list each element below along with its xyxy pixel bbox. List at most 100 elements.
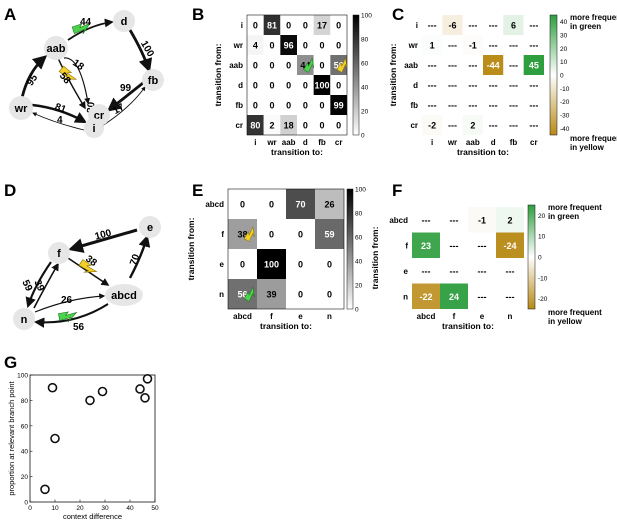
cell-label: 1 (430, 41, 435, 51)
x-axis-label: transition to: (457, 147, 509, 157)
col-label: aab (282, 138, 296, 147)
cell-label: 2 (470, 121, 475, 131)
panel-letter-f: F (392, 181, 402, 200)
svg-text:abcd: abcd (111, 290, 137, 302)
cell-label: 4 (253, 41, 258, 51)
cell-label: 0 (298, 290, 303, 300)
cell-label: -22 (419, 292, 432, 302)
panel-letter-b: B (192, 5, 204, 24)
heatmap-cell (280, 95, 297, 115)
cell-label: 0 (269, 200, 274, 210)
cell-label: 0 (298, 260, 303, 270)
col-label: wr (266, 138, 276, 147)
cell-label: --- (489, 41, 498, 51)
colorbar-tick: -30 (560, 113, 570, 120)
colorbar-tick: 10 (560, 59, 568, 66)
cell-label: --- (478, 292, 487, 302)
heatmap-cell (286, 189, 315, 219)
edge-aab-cr-a (63, 57, 91, 105)
heatmap-cell (330, 35, 347, 55)
edge-abcd-n (33, 303, 109, 328)
colorbar-tick: 40 (361, 85, 369, 92)
x-axis-label: transition to: (260, 321, 312, 331)
heatmap-cell (468, 283, 496, 309)
svg-text:n: n (21, 314, 28, 326)
panel-letter-a: A (4, 5, 16, 24)
panel-letter-g: G (4, 353, 17, 372)
cell-label: -6 (448, 21, 456, 31)
legend-bottom: in yellow (570, 143, 605, 152)
heatmap-cell (315, 279, 344, 309)
heatmap-cell (422, 15, 443, 35)
heatmap-cell (442, 95, 463, 115)
heatmap-cell (412, 207, 440, 233)
heatmap-cell (280, 55, 297, 75)
heatmap-cell (297, 15, 314, 35)
cell-label: 0 (327, 290, 332, 300)
cell-label: --- (489, 21, 498, 31)
cell-label: -1 (469, 41, 477, 51)
col-label: cr (530, 138, 538, 147)
svg-text:wr: wr (14, 103, 29, 115)
heatmap-cell (422, 35, 443, 55)
heatmap-cell (462, 115, 483, 135)
scatter-point (97, 386, 108, 397)
node-aab: aab (44, 36, 68, 60)
col-label: cr (335, 138, 343, 147)
svg-text:e: e (147, 222, 153, 234)
cell-label: 0 (286, 21, 291, 31)
legend-top: more frequent (548, 203, 602, 212)
row-label: wr (233, 41, 243, 50)
colorbar-tick: 20 (361, 109, 369, 116)
colorbar-tick: -10 (560, 86, 570, 93)
scatter-point (135, 384, 145, 394)
graph-d: 100 38 70 59 39 26 56 e f abcd n (13, 216, 161, 333)
colorbar-tick: 80 (361, 37, 369, 44)
col-label: e (298, 312, 303, 321)
colorbar-tick: -20 (538, 296, 548, 303)
heatmap-cell (313, 115, 331, 135)
col-label: abcd (417, 312, 436, 321)
y-tick-label: 0 (24, 500, 28, 507)
bolt-green-icon (71, 22, 91, 35)
edge-label: 100 (138, 39, 156, 59)
row-label: abcd (205, 200, 224, 209)
edge-n-abcd (34, 293, 106, 313)
heatmap-cell (468, 232, 496, 258)
x-tick-label: 10 (51, 505, 59, 512)
cell-label: --- (478, 241, 487, 251)
col-label: d (491, 138, 496, 147)
row-label: n (219, 290, 224, 299)
heatmap-cell (503, 35, 524, 55)
heatmap-cell (280, 15, 297, 35)
heatmap-cell (523, 15, 544, 35)
bolt-yellow-icon (78, 259, 98, 273)
heatmap-cell (523, 75, 544, 95)
scatter-point (85, 395, 95, 406)
x-axis-label: transition to: (442, 321, 494, 331)
cell-label: 0 (303, 21, 308, 31)
cell-label: -2 (428, 121, 436, 131)
cell-label: 70 (295, 200, 305, 210)
heatmap-frame (227, 188, 345, 310)
heatmap-cell (297, 115, 314, 135)
legend-bottom: more frequent (548, 308, 602, 317)
heatmap-cell (313, 35, 331, 55)
x-tick-label: 40 (126, 505, 134, 512)
edge-label: 70 (128, 252, 142, 267)
svg-text:f: f (57, 248, 61, 260)
heatmap-cell (440, 207, 468, 233)
colorbar-tick: -10 (538, 275, 548, 282)
x-axis-label: context difference (63, 512, 122, 521)
heatmap-cell (315, 219, 344, 249)
edge-abcd-e (128, 234, 151, 279)
heatmap-cell (315, 249, 344, 279)
legend-top: in green (548, 212, 579, 221)
heatmap-cell (496, 258, 524, 284)
cell-label: --- (422, 266, 431, 276)
row-label: wr (408, 41, 418, 50)
heatmap-cell (263, 115, 281, 135)
